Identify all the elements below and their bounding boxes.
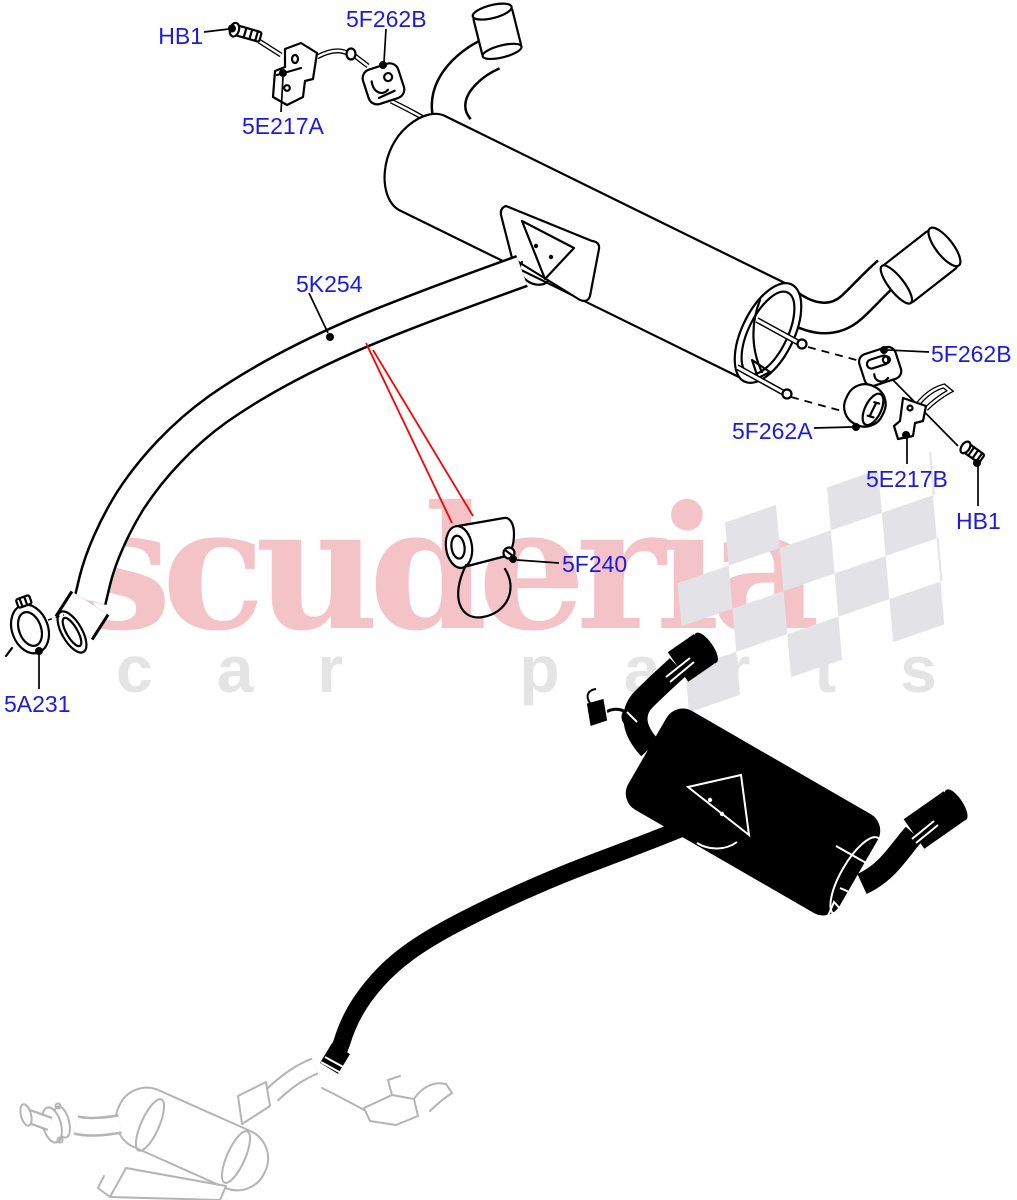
bracket-5e217b [892, 383, 955, 441]
part-label-hb1-right[interactable]: HB1 [956, 508, 1001, 534]
part-label-5f262a[interactable]: 5F262A [732, 418, 813, 444]
highlight-leader-line [372, 349, 474, 517]
hanger-5f262b-top [361, 62, 406, 106]
right-tailpipe [769, 226, 962, 335]
part-label-5f262b-top[interactable]: 5F262B [346, 6, 427, 32]
part-label-5f262b-right[interactable]: 5F262B [931, 341, 1012, 367]
bolt-hb1-right [959, 440, 986, 464]
isolator-5f262a [843, 383, 887, 428]
highlight-leader-line [365, 342, 453, 524]
exhaust-tip-top [471, 2, 523, 61]
part-label-hb1-top[interactable]: HB1 [158, 23, 203, 49]
part-label-5e217a[interactable]: 5E217A [242, 113, 324, 139]
exhaust-tip-right [879, 226, 962, 305]
exhaust-clamp-5a231 [4, 594, 65, 658]
part-label-5k254[interactable]: 5K254 [296, 271, 363, 297]
tailpipe-mount-assembly [228, 21, 438, 129]
right-mount-exploded-parts [843, 345, 986, 464]
muffler-heat-shield-patch [499, 204, 601, 302]
label-leader-lines [35, 24, 981, 689]
hanger-bracket-5f240 [444, 516, 516, 619]
left-tailpipe [430, 2, 523, 140]
part-label-5e217b[interactable]: 5E217B [866, 466, 948, 492]
rear-muffler [383, 112, 861, 414]
part-label-5f240[interactable]: 5F240 [562, 551, 628, 577]
bracket-5e217a [271, 41, 319, 107]
rear-exhaust-silhouette [320, 632, 968, 1074]
bolt-hb1-top [228, 21, 263, 43]
part-label-5a231[interactable]: 5A231 [4, 691, 71, 717]
hanger-5f262b-right [857, 345, 903, 388]
catalytic-converter-faded-drawing [19, 1057, 454, 1200]
centre-exhaust-pipe [54, 255, 528, 654]
